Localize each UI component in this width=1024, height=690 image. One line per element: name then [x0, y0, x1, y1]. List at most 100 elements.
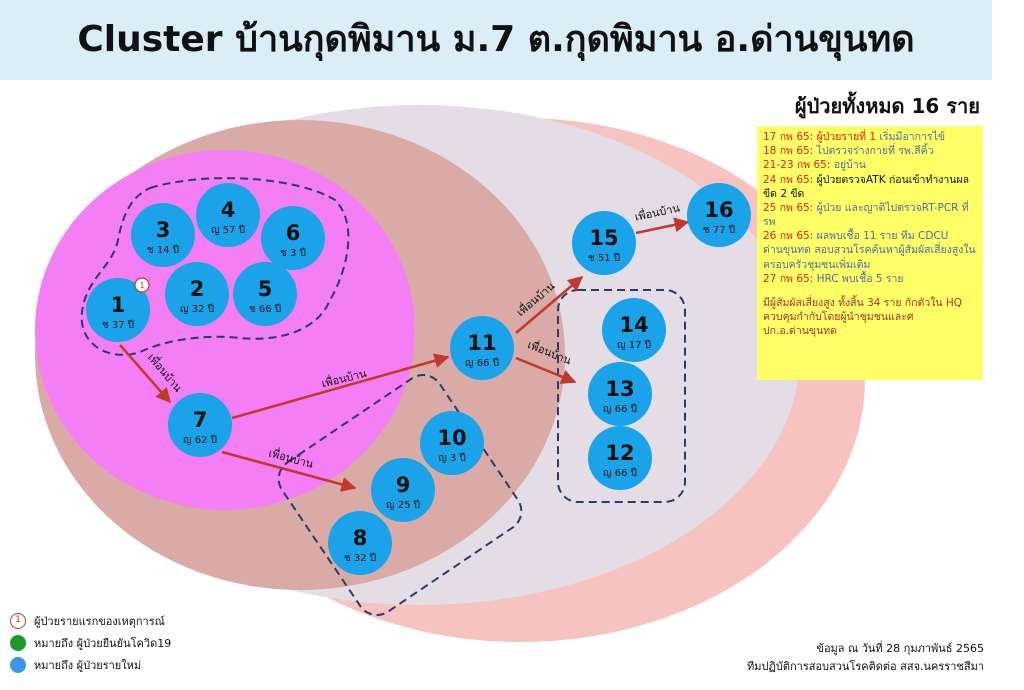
timeline-date: 18 กพ 65: — [763, 145, 817, 158]
case-node-5: 5 ช 66 ปี — [233, 262, 297, 326]
case-number-1: 1 — [111, 293, 126, 317]
group-1-6-boundary — [80, 177, 350, 356]
source-note: ข้อมูล ณ วันที่ 28 กุมภาพันธ์ 2565 ทีมปฏ… — [747, 640, 984, 675]
case-circle-14 — [602, 298, 666, 362]
case-node-7: 7 ญ 62 ปี — [168, 393, 232, 457]
timeline-text: อยู่บ้าน — [833, 159, 866, 172]
case-node-9: 9ญ 25 ปี — [371, 458, 435, 522]
case-info-3: ช 14 ปี — [147, 244, 179, 256]
timeline-date: 26 กพ 65: — [763, 230, 817, 243]
timeline-event: 27 กพ 65: HRC พบเชื้อ 5 ราย — [763, 272, 977, 286]
legend-item-green: หมายถึง ผู้ป่วยยืนยันโควิด19 — [10, 632, 171, 654]
case-number-13: 13 — [605, 377, 634, 401]
case-node-10: 10 ญ 3 ปี — [420, 411, 484, 475]
case-info-5: ช 66 ปี — [249, 303, 281, 315]
case-circle-4 — [196, 183, 260, 247]
case-info-16: ช 77 ปี — [703, 224, 735, 236]
case-node-13: 13 ญ 66 ปี — [588, 362, 652, 426]
timeline-event: 17 กพ 65: ผู้ป่วยรายที่ 1 เริ่มมีอาการไข… — [763, 130, 977, 144]
timeline-date: 25 กพ 65: — [763, 201, 817, 214]
case-number-10: 10 — [437, 426, 466, 450]
case-circle-11 — [450, 316, 514, 380]
case-node-1: 1 ช 37 ปี — [86, 278, 150, 342]
case-number-3: 3 — [156, 218, 171, 242]
timeline-date: 24 กพ 65: — [763, 173, 817, 186]
case-info-8: ช 32 ปี — [344, 552, 376, 564]
case-circle-3 — [131, 203, 195, 267]
case-node-14: 14ญ 17 ปี — [602, 298, 666, 362]
case-circle-13 — [588, 362, 652, 426]
legend-marker-index: 1 — [10, 613, 26, 629]
case-number-11: 11 — [467, 331, 496, 355]
legend-text: หมายถึง ผู้ป่วยรายใหม่ — [34, 659, 142, 672]
timeline-date: 21-23 กพ 65: — [763, 159, 834, 172]
timeline-event: 21-23 กพ 65: อยู่บ้าน — [763, 158, 977, 172]
timeline-event: 25 กพ 65: ผู้ป่วย และญาติไปตรวจRT-PCR ที… — [763, 201, 977, 229]
group-12-14-boundary — [557, 289, 686, 503]
case-info-2: ญ 32 ปี — [180, 303, 214, 315]
case-circle-8 — [328, 511, 392, 575]
case-info-7: ญ 62 ปี — [183, 434, 217, 446]
timeline-text: ผู้ป่วย และญาติไปตรวจRT-PCR ที่รพ — [763, 201, 969, 229]
case-info-10: ญ 3 ปี — [438, 452, 466, 464]
timeline-text: HRC พบเชื้อ 5 ราย — [816, 272, 904, 285]
timeline-event: 18 กพ 65: ไปตรวจร่างกายที่ รพ.สีคิ้ว — [763, 144, 977, 158]
arrow-15-to-16 — [635, 217, 690, 235]
case-info-12: ญ 66 ปี — [603, 467, 637, 479]
legend: 1 ผู้ป่วยรายแรกของเหตุการณ์หมายถึง ผู้ป่ว… — [10, 610, 171, 676]
case-circle-1 — [86, 278, 150, 342]
case-number-12: 12 — [605, 441, 634, 465]
case-number-4: 4 — [221, 198, 236, 222]
timeline-text-rest: เริ่มมีอาการไข้ — [876, 131, 946, 143]
source-date: ข้อมูล ณ วันที่ 28 กุมภาพันธ์ 2565 — [816, 642, 984, 655]
case-circle-12 — [588, 426, 652, 490]
case-number-16: 16 — [704, 198, 733, 222]
arrow-11-to-12-14 — [515, 356, 577, 384]
case-info-1: ช 37 ปี — [102, 319, 134, 331]
arrow-1-to-7 — [119, 344, 171, 404]
timeline-note: มีผู้สัมผัสเสี่ยงสูง ทั้งสิ้น 34 ราย กัก… — [763, 296, 963, 338]
case-number-6: 6 — [286, 221, 301, 245]
case-number-7: 7 — [193, 408, 208, 432]
case-number-9: 9 — [396, 473, 411, 497]
title-bar — [0, 0, 992, 80]
timeline-text: ไปตรวจร่างกายที่ รพ.สีคิ้ว — [816, 145, 934, 158]
legend-text: ผู้ป่วยรายแรกของเหตุการณ์ — [34, 615, 165, 628]
timeline-date: 17 กพ 65: — [763, 131, 817, 143]
timeline-event: 26 กพ 65: ผลพบเชื้อ 11 ราย ทีม CDCU ด่าน… — [763, 229, 977, 272]
case-node-4: 4ญ 57 ปี — [196, 183, 260, 247]
legend-marker-blue — [10, 657, 26, 673]
timeline-text: ผู้ป่วยตรวจATK ก่อนเข้าทำงานผลขีด 2 ขีด — [763, 173, 970, 200]
index-case-marker — [134, 277, 150, 293]
page-title: Cluster บ้านกุดพิมาน ม.7 ต.กุดพิมาน อ.ด่… — [77, 19, 915, 60]
case-node-6: 6 ช 3 ปี — [261, 206, 325, 270]
arrow-7-to-8-10 — [221, 450, 357, 492]
case-number-14: 14 — [619, 313, 648, 337]
timeline-box: 17 กพ 65: ผู้ป่วยรายที่ 1 เริ่มมีอาการไข… — [757, 126, 983, 380]
total-patients: ผู้ป่วยทั้งหมด 16 ราย — [794, 94, 980, 118]
timeline-date: 27 กพ 65: — [763, 272, 817, 285]
case-number-15: 15 — [589, 226, 618, 250]
case-node-11: 11ญ 66 ปี — [450, 316, 514, 380]
case-node-3: 3 ช 14 ปี — [131, 203, 195, 267]
case-circle-9 — [371, 458, 435, 522]
case-circle-10 — [420, 411, 484, 475]
timeline-text: ผลพบเชื้อ 11 ราย ทีม CDCU ด่านขุนทด สอบส… — [763, 230, 976, 271]
source-team: ทีมปฏิบัติการสอบสวนโรคติดต่อ สสจ.นครราชส… — [746, 659, 984, 673]
case-number-2: 2 — [190, 277, 205, 301]
case-circle-6 — [261, 206, 325, 270]
case-circle-16 — [687, 183, 751, 247]
arrow-7-to-11 — [231, 353, 450, 420]
case-info-13: ญ 66 ปี — [603, 403, 637, 415]
case-circle-5 — [233, 262, 297, 326]
arrow-11-to-15 — [515, 276, 584, 334]
case-node-12: 12 ญ 66 ปี — [588, 426, 652, 490]
case-circle-15 — [572, 211, 636, 275]
legend-item-blue: หมายถึง ผู้ป่วยรายใหม่ — [10, 654, 171, 676]
case-info-6: ช 3 ปี — [280, 247, 306, 259]
case-node-8: 8ช 32 ปี — [328, 511, 392, 575]
case-circle-2 — [165, 262, 229, 326]
case-node-16: 16 ช 77 ปี — [687, 183, 751, 247]
case-number-5: 5 — [258, 277, 273, 301]
